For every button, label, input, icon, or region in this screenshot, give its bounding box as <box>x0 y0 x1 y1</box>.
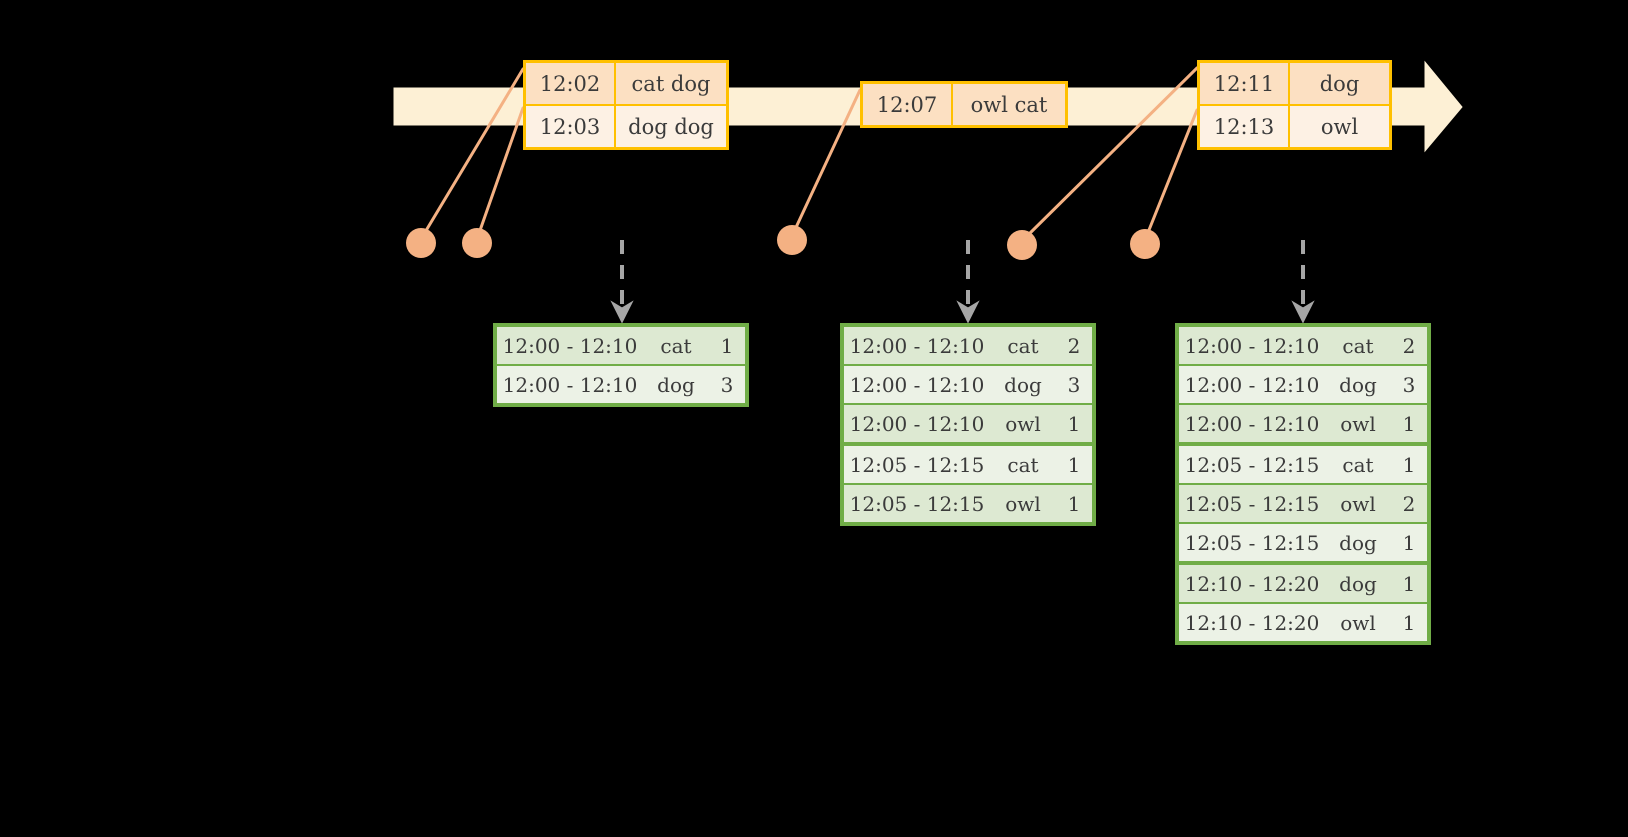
cell-word: owl <box>992 405 1054 442</box>
cell-count: 3 <box>709 366 745 403</box>
cell-count: 1 <box>1391 524 1427 561</box>
event-time: 12:02 <box>526 63 616 104</box>
cell-count: 1 <box>1391 446 1427 483</box>
cell-word: owl <box>1327 405 1389 442</box>
cell-count: 1 <box>1056 405 1092 442</box>
cell-word: dog <box>645 366 707 403</box>
cell-window: 12:00 - 12:10 <box>1179 405 1325 442</box>
event-row[interactable]: 12:03 dog dog <box>526 104 726 147</box>
cell-word: cat <box>645 327 707 364</box>
cell-window: 12:10 - 12:20 <box>1179 604 1325 641</box>
cell-count: 1 <box>1056 485 1092 522</box>
event-markers <box>406 225 1160 260</box>
event-time: 12:11 <box>1200 63 1290 104</box>
event-words: cat dog <box>631 71 711 96</box>
marker-12-07-icon <box>777 225 807 255</box>
cell-count: 1 <box>709 327 745 364</box>
connector-12-03 <box>475 106 525 241</box>
cell-word: dog <box>1327 366 1389 403</box>
cell-window: 12:00 - 12:10 <box>497 366 643 403</box>
cell-window: 12:05 - 12:15 <box>844 446 990 483</box>
cell-window: 12:00 - 12:10 <box>844 405 990 442</box>
cell-word: owl <box>1327 604 1389 641</box>
event-time: 12:03 <box>526 106 616 147</box>
event-time: 12:13 <box>1200 106 1290 147</box>
connector-12-13 <box>1143 108 1199 242</box>
cell-word: cat <box>992 446 1054 483</box>
event-row[interactable]: 12:02 cat dog <box>526 63 726 104</box>
connector-12-02 <box>419 67 525 241</box>
marker-12-13-icon <box>1130 229 1160 259</box>
cell-window: 12:10 - 12:20 <box>1179 565 1325 602</box>
cell-count: 1 <box>1391 604 1427 641</box>
cell-count: 2 <box>1391 327 1427 364</box>
cell-window: 12:00 - 12:10 <box>844 366 990 403</box>
cell-window: 12:05 - 12:15 <box>1179 524 1325 561</box>
event-words: owl <box>1320 114 1359 139</box>
event-group-2[interactable]: 12:07 owl cat <box>860 81 1068 128</box>
cell-window: 12:05 - 12:15 <box>1179 485 1325 522</box>
cell-word: owl <box>992 485 1054 522</box>
cell-window: 12:00 - 12:10 <box>844 327 990 364</box>
cell-window: 12:00 - 12:10 <box>1179 327 1325 364</box>
cell-word: dog <box>1327 565 1389 602</box>
cell-count: 2 <box>1391 485 1427 522</box>
cell-window: 12:00 - 12:10 <box>1179 366 1325 403</box>
cell-word: owl <box>1327 485 1389 522</box>
event-row[interactable]: 12:07 owl cat <box>863 84 1065 125</box>
event-group-1[interactable]: 12:02 cat dog 12:03 dog dog <box>523 60 729 150</box>
cell-word: cat <box>1327 327 1389 364</box>
marker-12-11-icon <box>1007 230 1037 260</box>
event-words: owl cat <box>970 92 1048 117</box>
connector-12-07 <box>790 88 862 238</box>
cell-count: 3 <box>1056 366 1092 403</box>
cell-word: cat <box>1327 446 1389 483</box>
marker-12-02-icon <box>406 228 436 258</box>
cell-word: cat <box>992 327 1054 364</box>
event-row[interactable]: 12:11 dog <box>1200 63 1389 104</box>
cell-count: 3 <box>1391 366 1427 403</box>
cell-count: 1 <box>1391 565 1427 602</box>
cell-count: 1 <box>1391 405 1427 442</box>
cell-count: 2 <box>1056 327 1092 364</box>
event-group-3[interactable]: 12:11 dog 12:13 owl <box>1197 60 1392 150</box>
event-time: 12:07 <box>863 84 953 125</box>
cell-window: 12:00 - 12:10 <box>497 327 643 364</box>
cell-window: 12:05 - 12:15 <box>844 485 990 522</box>
event-words: dog <box>1319 71 1360 96</box>
event-row[interactable]: 12:13 owl <box>1200 104 1389 147</box>
cell-count: 1 <box>1056 446 1092 483</box>
cell-word: dog <box>1327 524 1389 561</box>
cell-word: dog <box>992 366 1054 403</box>
cell-window: 12:05 - 12:15 <box>1179 446 1325 483</box>
dashed-arrows <box>610 240 1315 324</box>
event-words: dog dog <box>628 114 714 139</box>
marker-12-03-icon <box>462 228 492 258</box>
